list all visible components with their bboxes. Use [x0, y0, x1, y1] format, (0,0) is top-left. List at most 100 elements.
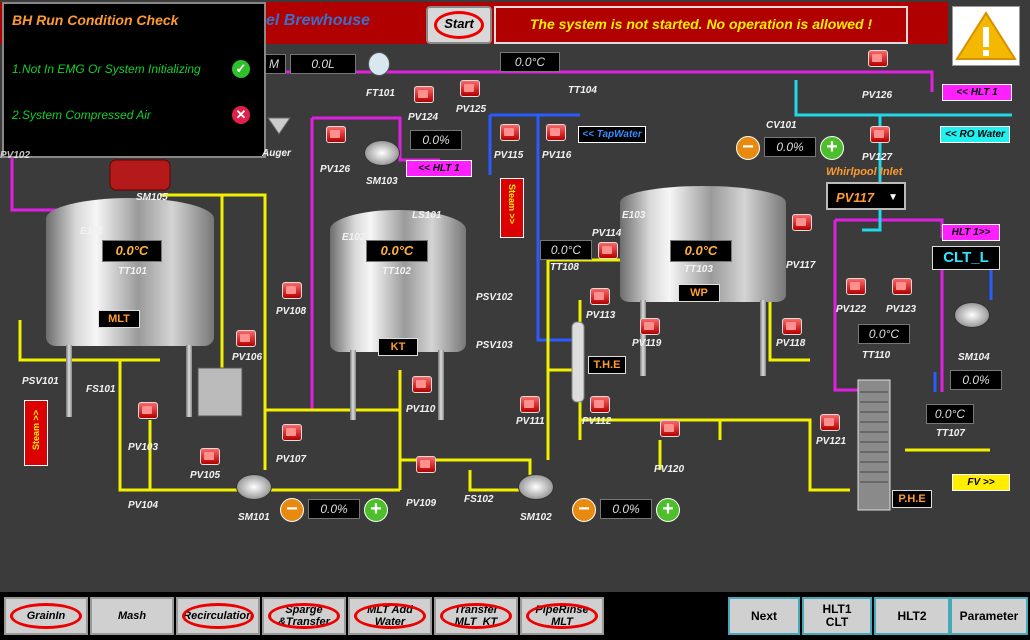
- cv101-decrease-button[interactable]: −: [736, 136, 760, 160]
- sm101-pump-icon[interactable]: [236, 474, 272, 500]
- sm102-increase-button[interactable]: +: [656, 498, 680, 522]
- sm101-control: − 0.0% +: [280, 498, 390, 522]
- disabled-overlay-icon: [434, 11, 484, 39]
- pv125-label: PV125: [456, 104, 487, 115]
- pv103-valve[interactable]: [138, 402, 158, 419]
- tt104-label: TT104: [568, 85, 597, 96]
- header-title: el Brewhouse: [266, 12, 371, 29]
- pv127-valve[interactable]: [870, 126, 890, 143]
- next-button[interactable]: Next: [728, 597, 800, 635]
- nav-ro-water[interactable]: << RO Water: [940, 126, 1010, 143]
- check-ok-icon: ✓: [232, 60, 250, 78]
- warning-icon[interactable]: [952, 6, 1020, 66]
- tt110-value: 0.0°C: [858, 324, 910, 344]
- sm104-pump-icon[interactable]: [954, 302, 990, 328]
- sm104-pct: 0.0%: [950, 370, 1002, 390]
- check-item-emg: 1.Not In EMG Or System Initializing: [12, 62, 201, 76]
- start-button[interactable]: Start: [426, 6, 492, 44]
- nav-tap-water[interactable]: << TapWater: [578, 126, 646, 143]
- pv109-label: PV109: [406, 498, 437, 509]
- ft101-sensor-icon: [368, 52, 390, 76]
- pv120-label: PV120: [654, 464, 685, 475]
- e101-label: E101: [80, 226, 104, 237]
- mlt-add-water-button[interactable]: MLT Add Water: [348, 597, 432, 635]
- hlt1-clt-button[interactable]: HLT1 CLT: [802, 597, 872, 635]
- sm102-decrease-button[interactable]: −: [572, 498, 596, 522]
- parameter-button[interactable]: Parameter: [950, 597, 1028, 635]
- disabled-overlay-icon: [526, 603, 598, 629]
- nav-hlt1-right[interactable]: HLT 1>>: [942, 224, 1000, 241]
- sm102-pct: 0.0%: [600, 499, 652, 519]
- sm102-control: − 0.0% +: [572, 498, 682, 522]
- whirlpool-label: Whirlpool Inlet: [826, 166, 903, 178]
- auger-label: Auger: [262, 148, 291, 159]
- sm101-increase-button[interactable]: +: [364, 498, 388, 522]
- nav-hlt1-top[interactable]: << HLT 1: [942, 84, 1012, 101]
- pv121-valve[interactable]: [820, 414, 840, 431]
- disabled-overlay-icon: [182, 603, 254, 629]
- pv106-label: PV106: [232, 352, 263, 363]
- pv110-valve[interactable]: [412, 376, 432, 393]
- level-value: 0.0L: [290, 54, 356, 74]
- piperinse-mlt-button[interactable]: PipeRinse MLT: [520, 597, 604, 635]
- pv106-valve[interactable]: [236, 330, 256, 347]
- pv123-valve[interactable]: [892, 278, 912, 295]
- pv126-top-label: PV126: [862, 90, 893, 101]
- recirculation-button[interactable]: Recirculation: [176, 597, 260, 635]
- sm101-label: SM101: [238, 512, 270, 523]
- pv105-valve[interactable]: [200, 448, 220, 465]
- sm104-label: SM104: [958, 352, 990, 363]
- pv115-label: PV115: [494, 150, 524, 161]
- pv114-valve[interactable]: [598, 242, 618, 259]
- pv126-label: PV126: [320, 164, 351, 175]
- mash-button[interactable]: Mash: [90, 597, 174, 635]
- psv102-label: PSV102: [476, 292, 513, 303]
- cv101-increase-button[interactable]: +: [820, 136, 844, 160]
- pv126-valve[interactable]: [326, 126, 346, 143]
- tt103-label: TT103: [684, 264, 713, 275]
- sm102-pump-icon[interactable]: [518, 474, 554, 500]
- ls101-label: LS101: [412, 210, 442, 221]
- pv122-label: PV122: [836, 304, 867, 315]
- kt-tank: [330, 210, 466, 352]
- pv117-valve[interactable]: [792, 214, 812, 231]
- pv124-valve[interactable]: [414, 86, 434, 103]
- pv107-valve[interactable]: [282, 424, 302, 441]
- pv122-valve[interactable]: [846, 278, 866, 295]
- pv108-valve[interactable]: [282, 282, 302, 299]
- pv111-valve[interactable]: [520, 396, 540, 413]
- mlt-tag: MLT: [98, 310, 140, 328]
- hlt2-button[interactable]: HLT2: [874, 597, 950, 635]
- nav-fv[interactable]: FV >>: [952, 474, 1010, 491]
- pv109-valve[interactable]: [416, 456, 436, 473]
- disabled-overlay-icon: [10, 603, 82, 629]
- ft101-label: FT101: [366, 88, 395, 99]
- pv121-label: PV121: [816, 436, 847, 447]
- sm102-label: SM102: [520, 512, 552, 523]
- pv124-label: PV124: [408, 112, 439, 123]
- tt110-label: TT110: [862, 350, 891, 361]
- sm101-decrease-button[interactable]: −: [280, 498, 304, 522]
- pv115-valve[interactable]: [500, 124, 520, 141]
- pv126-top-valve[interactable]: [868, 50, 888, 67]
- pv112-valve[interactable]: [590, 396, 610, 413]
- pv123-label: PV123: [886, 304, 917, 315]
- pv120-valve[interactable]: [660, 420, 680, 437]
- pv118-valve[interactable]: [782, 318, 802, 335]
- sm103-pump-icon[interactable]: [364, 140, 400, 166]
- pv113-valve[interactable]: [590, 288, 610, 305]
- pv116-valve[interactable]: [546, 124, 566, 141]
- pv119-valve[interactable]: [640, 318, 660, 335]
- pv125-valve[interactable]: [460, 80, 480, 97]
- check-item-air: 2.System Compressed Air: [12, 108, 151, 122]
- transfer-mlt-kt-button[interactable]: Transfer MLT_KT: [434, 597, 518, 635]
- pv105-label: PV105: [190, 470, 221, 481]
- fs102-label: FS102: [464, 494, 494, 505]
- grainin-button[interactable]: GrainIn: [4, 597, 88, 635]
- sm103-pct: 0.0%: [410, 130, 462, 150]
- nav-hlt1-mid[interactable]: << HLT 1: [406, 160, 472, 177]
- whirlpool-select[interactable]: PV117 ▼: [826, 182, 906, 210]
- tt104-value: 0.0°C: [500, 52, 560, 72]
- sparge-transfer-button[interactable]: Sparge &Transfer: [262, 597, 346, 635]
